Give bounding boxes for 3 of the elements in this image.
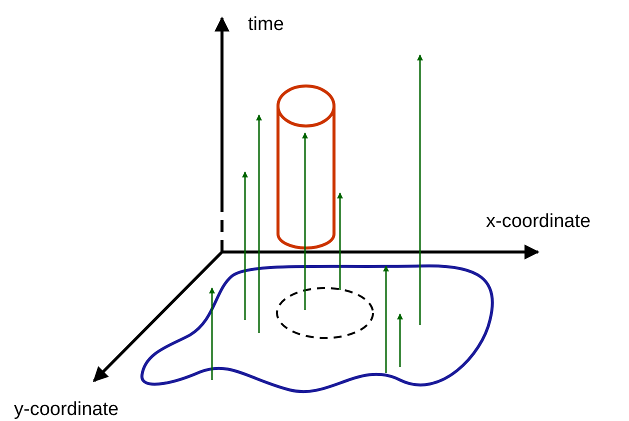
axis-label: y-coordinate — [14, 400, 119, 419]
axis-label: time — [248, 15, 284, 34]
axis-label: x-coordinate — [486, 212, 591, 231]
